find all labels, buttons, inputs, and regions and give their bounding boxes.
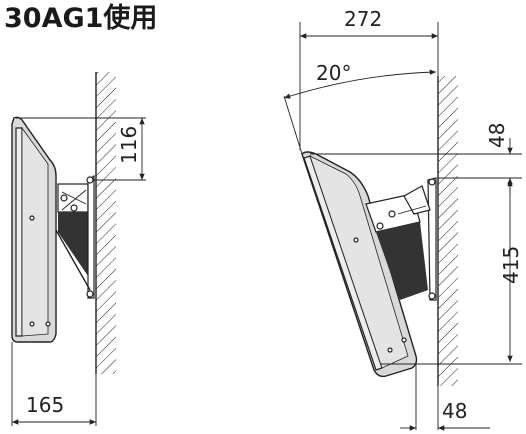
right-bracket: [365, 177, 437, 301]
left-tv: [11, 116, 57, 343]
dim-tilt-height: 415: [380, 180, 523, 365]
dim-tilt-angle-label: 20°: [316, 61, 351, 85]
left-bracket: [55, 174, 95, 299]
dim-tilt-top-offset-label: 48: [485, 123, 509, 148]
dim-tilt-bottom-depth: 48: [400, 364, 490, 431]
dim-tilt-height-label: 415: [499, 246, 523, 284]
dim-tilt-angle: 20°: [283, 61, 437, 155]
left-wall: [95, 72, 116, 374]
dim-tilt-width-label: 272: [344, 7, 382, 31]
right-tv: [301, 151, 418, 378]
diagram-title: 30AG1使用: [4, 3, 157, 34]
dim-left-gap-label: 116: [117, 126, 141, 164]
right-view: 272 20° 48 415 48: [283, 7, 523, 431]
dim-left-depth: 165: [11, 342, 97, 426]
left-view: 116 165: [11, 72, 146, 426]
right-wall: [437, 76, 458, 386]
dim-left-depth-label: 165: [26, 393, 64, 417]
dim-tilt-bottom-depth-label: 48: [442, 399, 467, 423]
dim-left-gap: 116: [16, 117, 146, 181]
dim-tilt-top-offset: 48: [310, 123, 522, 194]
